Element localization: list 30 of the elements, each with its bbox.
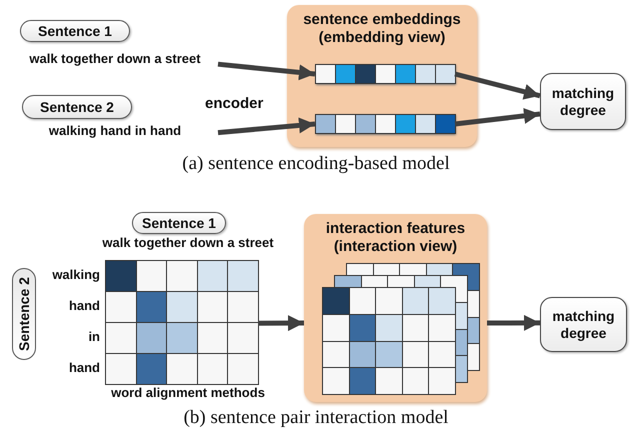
result-box: matching degree: [540, 297, 627, 352]
row-label: hand: [68, 360, 100, 375]
caption-text: word alignment methods: [110, 385, 266, 400]
sentence-text: walking hand in hand: [48, 123, 182, 138]
sentence-pill: Sentence 1: [132, 212, 226, 234]
interaction-panel: [304, 214, 487, 402]
arrow: [454, 72, 541, 100]
caption: (b) sentence pair interaction model: [182, 407, 450, 429]
embedding-panel: [287, 5, 477, 147]
caption: (a) sentence encoding-based model: [181, 153, 451, 175]
sentence-text: walk together down a street: [28, 51, 202, 66]
feature-map-stack: [322, 263, 479, 394]
result-box: matching degree: [540, 73, 626, 130]
arrow: [218, 117, 316, 136]
arrow: [487, 314, 540, 331]
row-label: in: [87, 329, 100, 344]
embedding-vector: [315, 114, 455, 134]
row-label: hand: [68, 298, 100, 313]
sentence-pill: Sentence 2: [12, 268, 36, 360]
sentence-text: walk together down a street: [101, 235, 275, 250]
arrow: [218, 62, 316, 80]
embedding-vector: [315, 64, 455, 84]
panel-title: sentence embeddings (embedding view): [302, 11, 462, 47]
sentence-pill: Sentence 1: [20, 20, 130, 42]
alignment-matrix: [105, 260, 258, 384]
encoder-label: encoder: [205, 95, 264, 112]
arrow: [258, 315, 304, 332]
sentence-pill: Sentence 2: [22, 95, 132, 119]
panel-title: interaction features (interaction view): [324, 220, 466, 256]
row-label: walking: [51, 267, 100, 282]
